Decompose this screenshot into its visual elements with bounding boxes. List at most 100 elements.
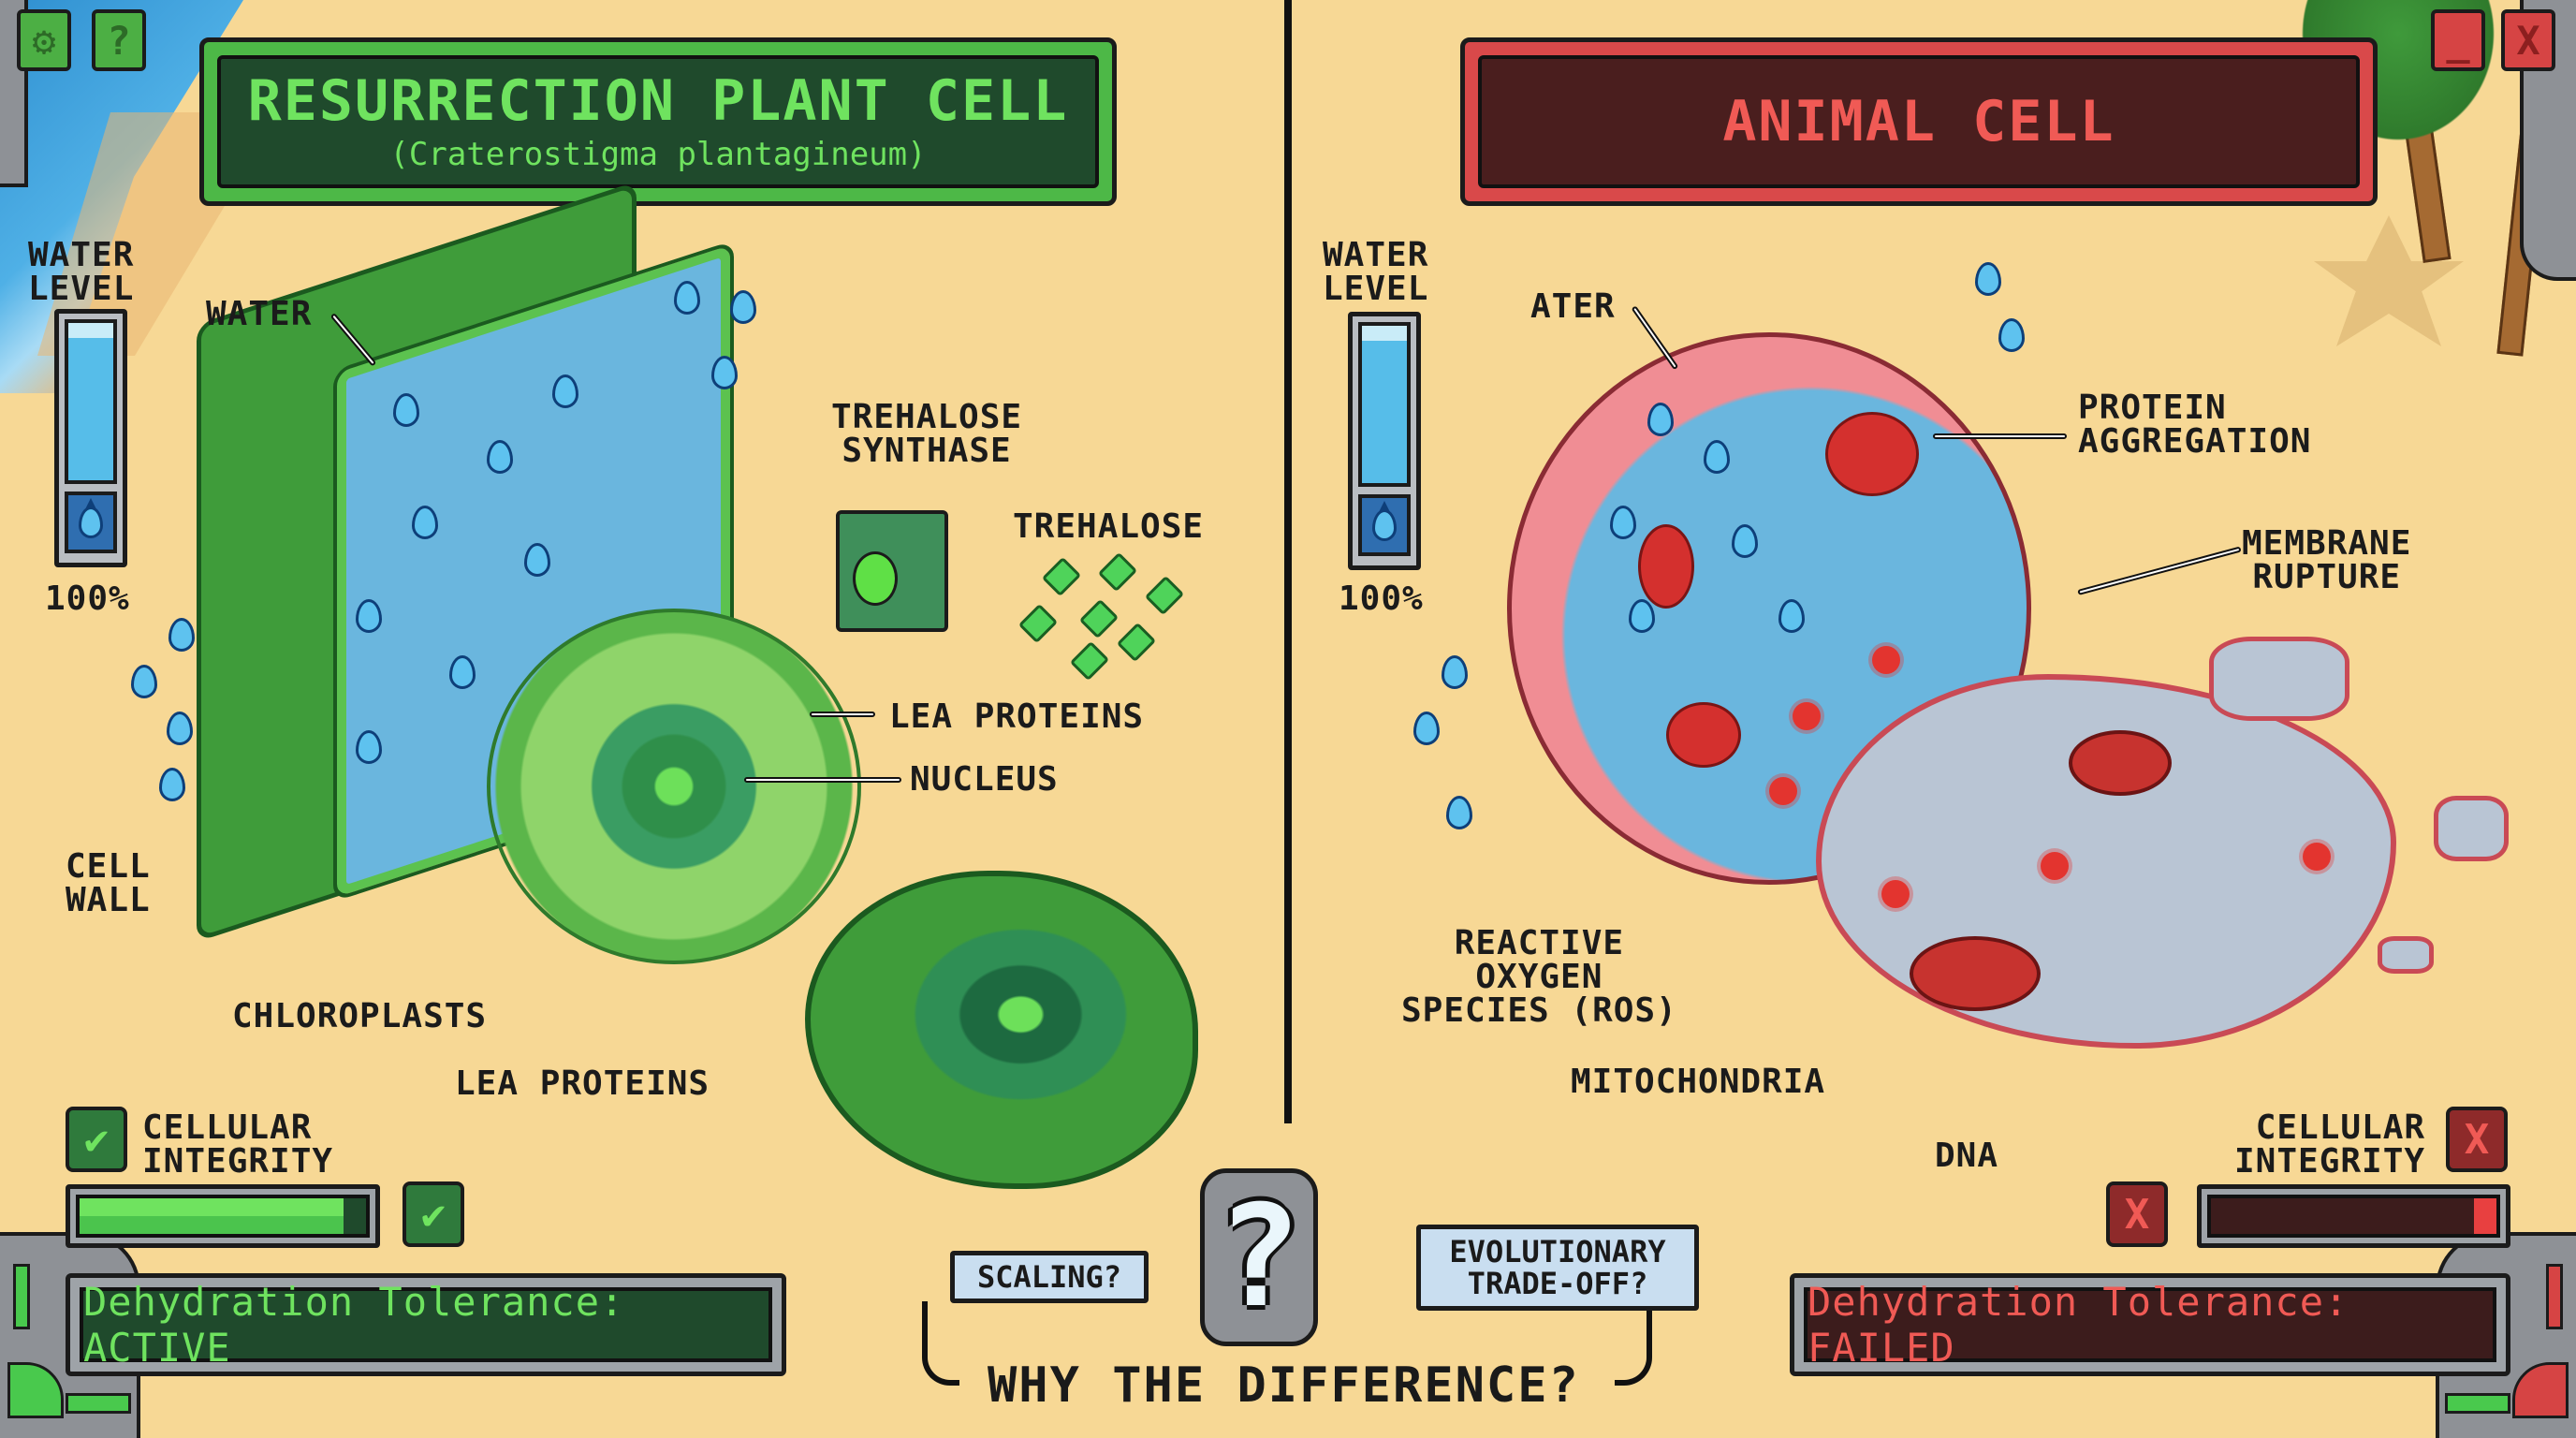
water-drop-icon	[487, 440, 513, 474]
animal-integrity-bar	[2197, 1184, 2510, 1248]
mitochondrion-damaged	[2069, 730, 2172, 796]
plant-species-subtitle: (Craterostigma plantagineum)	[389, 136, 927, 173]
water-drop-icon	[449, 655, 476, 689]
label-water: WATER	[206, 295, 313, 333]
minimize-button[interactable]: _	[2431, 9, 2485, 71]
label-membrane-rupture: MEMBRANE RUPTURE	[2242, 524, 2412, 596]
frame-corner-top-left	[0, 0, 28, 187]
ros-particle	[2041, 852, 2069, 880]
plant-integrity-label: CELLULAR INTEGRITY	[142, 1108, 334, 1181]
water-drop-icon	[1629, 599, 1655, 633]
help-button[interactable]: ?	[92, 9, 146, 71]
label-mitochondria: MITOCHONDRIA	[1571, 1063, 1826, 1101]
membrane-fragment	[2209, 637, 2349, 721]
water-drop-icon	[356, 599, 382, 633]
trehalose-crystal	[1097, 551, 1138, 593]
water-drop-icon	[79, 498, 103, 538]
leader-line	[810, 712, 875, 717]
gear-icon: ⚙	[32, 17, 56, 64]
checkmark-icon: ✔	[83, 1115, 110, 1164]
water-drop-icon	[1610, 506, 1636, 539]
plant-status-text: Dehydration Tolerance: ACTIVE	[80, 1279, 772, 1371]
trehalose-crystal	[1144, 575, 1185, 616]
plant-water-level-value: 100%	[45, 580, 130, 618]
protein-aggregate	[1666, 702, 1741, 768]
trehalose-crystal	[1069, 640, 1110, 682]
water-drop-icon	[730, 290, 756, 324]
water-fill	[65, 319, 117, 484]
x-mark-icon: X	[2464, 1115, 2490, 1164]
ros-particle	[1881, 880, 1910, 908]
desiccated-plant-cell	[805, 871, 1198, 1189]
membrane-fragment	[2378, 936, 2434, 974]
water-drop-icon	[168, 618, 195, 652]
water-drop-icon	[1372, 501, 1397, 541]
ros-particle	[1793, 702, 1821, 730]
trehalose-crystal	[1041, 556, 1082, 597]
plant-integrity-bar	[66, 1184, 380, 1248]
minimize-icon: _	[2446, 17, 2470, 64]
animal-integrity-x: X	[2446, 1107, 2508, 1172]
arrow-left-curve	[922, 1301, 959, 1386]
water-drop-icon	[1732, 524, 1758, 558]
water-drop-icon	[1778, 599, 1805, 633]
integrity-bar-fill	[2473, 1198, 2496, 1234]
animal-water-gauge	[1348, 312, 1421, 570]
plant-water-level-label: WATER LEVEL	[28, 236, 135, 308]
help-icon: ?	[107, 17, 131, 64]
label-protein-aggregation: PROTEIN AGGREGATION	[2078, 389, 2312, 461]
label-trehalose-synthase: TREHALOSE SYNTHASE	[831, 398, 1023, 470]
water-drop-icon	[131, 665, 157, 698]
animal-title-panel: ANIMAL CELL	[1460, 37, 2378, 206]
leader-line	[1933, 433, 2067, 439]
membrane-fragment	[2434, 796, 2509, 861]
water-drop-icon	[356, 730, 382, 764]
water-drop-icon	[1998, 318, 2025, 352]
indicator-slot-red	[2546, 1264, 2563, 1329]
bubble-evolutionary-tradeoff: EVOLUTIONARY TRADE-OFF?	[1416, 1225, 1699, 1311]
animal-water-level-label: WATER LEVEL	[1323, 236, 1429, 308]
why-the-difference-prompt: WHY THE DIFFERENCE?	[988, 1357, 1580, 1414]
animal-status-text: Dehydration Tolerance: FAILED	[1804, 1279, 2496, 1371]
plant-integrity-check: ✔	[66, 1107, 127, 1172]
water-drop-icon	[674, 281, 700, 315]
settings-button[interactable]: ⚙	[17, 9, 71, 71]
ros-particle	[1872, 646, 1900, 674]
close-button[interactable]: X	[2501, 9, 2555, 71]
x-mark-icon: X	[2124, 1190, 2150, 1239]
arrow-right-curve	[1615, 1311, 1652, 1386]
indicator-slot-green	[13, 1264, 30, 1329]
plant-integrity-check-small: ✔	[402, 1181, 464, 1247]
water-drop-icon	[1647, 403, 1674, 436]
checkmark-icon: ✔	[420, 1190, 446, 1239]
plant-title-panel: RESURRECTION PLANT CELL (Craterostigma p…	[199, 37, 1117, 206]
label-lea-proteins-bottom: LEA PROTEINS	[455, 1064, 710, 1103]
label-water-animal: ATER	[1530, 287, 1616, 326]
integrity-bar-fill	[80, 1198, 344, 1234]
label-cell-wall: CELL WALL	[66, 847, 151, 919]
protein-aggregate	[1825, 412, 1919, 496]
hydrated-plant-cell	[487, 609, 861, 964]
water-drop-icon	[1446, 796, 1472, 829]
animal-water-level-value: 100%	[1339, 580, 1424, 618]
ros-particle	[1769, 777, 1797, 805]
indicator-tri-red	[2512, 1362, 2569, 1418]
leader-line	[744, 777, 901, 783]
water-drop-icon	[159, 768, 185, 801]
water-drop-icon	[524, 543, 550, 577]
label-dna: DNA	[1935, 1137, 1999, 1175]
water-drop-icon	[412, 506, 438, 539]
water-drop-icon	[393, 393, 419, 427]
mitochondrion-broken	[1910, 936, 2041, 1011]
water-drop-icon	[1704, 440, 1730, 474]
label-trehalose: TREHALOSE	[1013, 507, 1205, 546]
water-drop-icon	[552, 374, 578, 408]
label-ros: REACTIVE OXYGEN SPECIES (ROS)	[1401, 924, 1677, 1030]
water-drop-icon	[167, 712, 193, 745]
water-drop-icon	[711, 356, 738, 389]
plant-title: RESURRECTION PLANT CELL	[247, 68, 1069, 134]
animal-title: ANIMAL CELL	[1722, 89, 2115, 154]
label-nucleus: NUCLEUS	[910, 760, 1059, 799]
leader-line	[2077, 546, 2242, 595]
close-icon: X	[2516, 17, 2540, 64]
